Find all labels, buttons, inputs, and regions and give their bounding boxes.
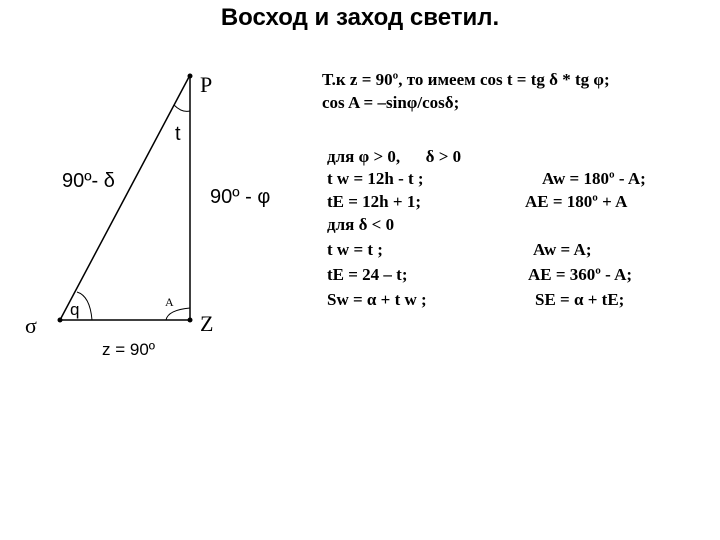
left-line-7: Sw = α + t w ;: [327, 290, 427, 309]
label-z-equals-90: z = 90º: [102, 340, 155, 359]
right-line-5: SE = α + tE;: [535, 290, 625, 309]
label-Z: Z: [200, 311, 213, 336]
left-line-5: t w = t ;: [327, 240, 383, 259]
right-line-4: AE = 360º - A;: [528, 265, 633, 284]
right-line-2: AE = 180º + A: [525, 192, 628, 211]
left-line-4: для δ < 0: [327, 215, 395, 234]
intro-line-1: Т.к z = 90º, то имеем cos t = tg δ * tg …: [322, 70, 610, 89]
label-q: q: [70, 300, 79, 319]
right-line-3: Aw = A;: [533, 240, 592, 259]
intro-line-2: cos A = –sinφ/cosδ;: [322, 93, 460, 112]
label-P: P: [200, 72, 212, 97]
left-line-2: t w = 12h - t ;: [327, 169, 424, 188]
label-90-minus-phi: 90º - φ: [210, 186, 270, 208]
angle-arc-q: [76, 291, 93, 321]
slide-title: Восход и заход светил.: [220, 4, 500, 31]
label-t: t: [175, 123, 181, 145]
right-line-1: Aw = 180º - A;: [542, 169, 646, 188]
left-line-6: tE = 24 – t;: [327, 265, 408, 284]
label-90-minus-delta: 90º- δ: [62, 170, 115, 192]
angle-arc-t: [173, 104, 191, 112]
left-line-1: для φ > 0, δ > 0: [327, 147, 462, 166]
label-A: A: [165, 295, 174, 309]
point-P: [187, 73, 193, 79]
left-line-3: tE = 12h + 1;: [327, 192, 421, 211]
angle-arc-A: [165, 307, 191, 321]
point-Z: [187, 317, 193, 323]
point-sigma: [57, 317, 63, 323]
hypotenuse-line: [59, 74, 191, 321]
label-sigma: σ: [25, 313, 37, 338]
